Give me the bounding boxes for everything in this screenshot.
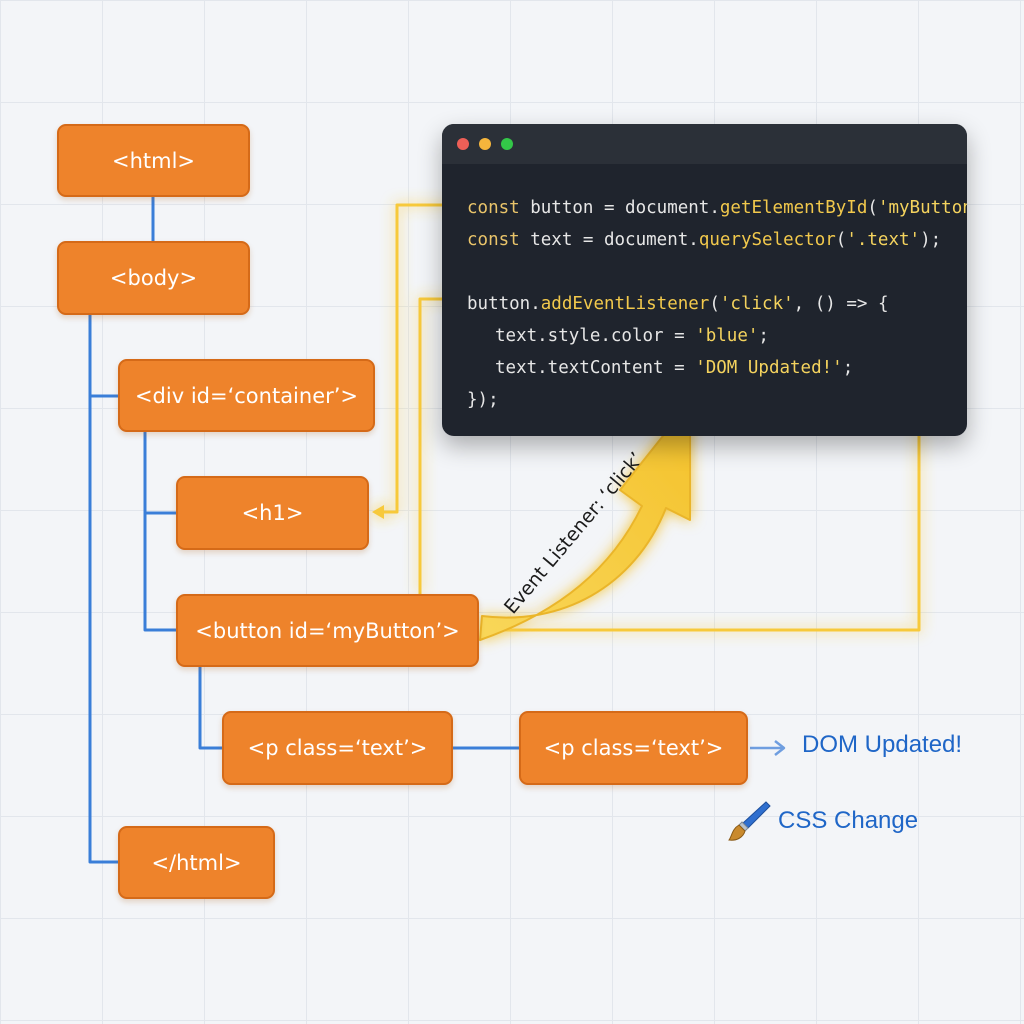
tree-line-button-p: [198, 667, 224, 750]
node-button-mybutton[interactable]: <button id=‘myButton’>: [176, 594, 479, 667]
code-line-2: const text = document.querySelector('.te…: [467, 230, 942, 250]
node-html-open[interactable]: <html>: [57, 124, 250, 197]
dom-updated-arrow: [750, 740, 786, 756]
node-html-close[interactable]: </html>: [118, 826, 275, 899]
dom-updated-label: DOM Updated!: [802, 731, 963, 758]
tree-line-div-trunk: [143, 432, 178, 632]
close-dot-icon[interactable]: [457, 138, 469, 150]
node-p-text-after[interactable]: <p class=‘text’>: [519, 711, 748, 785]
css-change-label: CSS Change: [778, 807, 919, 834]
event-listener-arrow: [479, 401, 691, 641]
code-line-5: text.textContent = 'DOM Updated!';: [495, 358, 854, 378]
node-body[interactable]: <body>: [57, 241, 250, 315]
node-p-text-before[interactable]: <p class=‘text’>: [222, 711, 453, 785]
code-line-blank: [467, 256, 967, 288]
tree-line-body-trunk: [88, 315, 120, 864]
code-editor-window: const button = document.getElementById('…: [442, 124, 967, 436]
paintbrush-icon: [728, 801, 771, 841]
maximize-dot-icon[interactable]: [501, 138, 513, 150]
node-h1[interactable]: <h1>: [176, 476, 369, 550]
code-line-3: button.addEventListener('click', () => {: [467, 294, 889, 314]
minimize-dot-icon[interactable]: [479, 138, 491, 150]
code-block: const button = document.getElementById('…: [467, 192, 967, 416]
code-line-6: });: [467, 390, 499, 410]
code-line-4: text.style.color = 'blue';: [495, 326, 769, 346]
code-line-1: const button = document.getElementById('…: [467, 198, 967, 218]
node-div-container[interactable]: <div id=‘container’>: [118, 359, 375, 432]
event-listener-label: Event Listener: ‘click’: [500, 448, 648, 618]
arrowhead-h1: [372, 505, 384, 519]
editor-titlebar: [442, 124, 967, 164]
